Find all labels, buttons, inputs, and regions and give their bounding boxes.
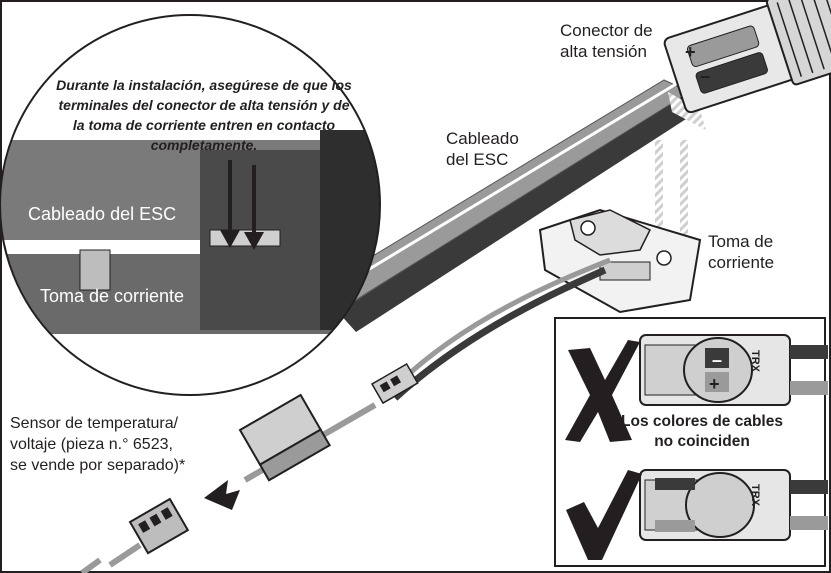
sensor-label: Sensor de temperatura/ voltaje (pieza n.… — [10, 415, 186, 474]
match-brand-mark: TRX — [749, 484, 761, 507]
mismatch-plus-mark: + — [709, 374, 720, 394]
install-note: Durante la instalación, asegúrese de que… — [56, 77, 352, 153]
alignment-guides — [655, 140, 688, 240]
power-socket-label: Toma de corriente — [708, 232, 775, 272]
connector-label: Conector de alta tensión — [560, 21, 653, 61]
mismatch-brand-mark: TRX — [749, 350, 761, 373]
power-socket — [538, 208, 702, 314]
zoom-power-socket-label: Toma de corriente — [40, 286, 185, 306]
high-voltage-connector — [663, 0, 831, 114]
zoom-esc-wiring-label: Cableado del ESC — [28, 204, 177, 224]
connector-plus-mark: + — [685, 42, 696, 62]
mismatch-note: Los colores de cables no coinciden — [621, 413, 783, 450]
connector-minus-mark: – — [700, 66, 710, 86]
sensor-housing — [238, 393, 331, 482]
zoom-detail — [0, 14, 381, 396]
mismatched-connector — [639, 334, 828, 406]
check-mark-icon — [566, 470, 642, 560]
mismatch-minus-mark: – — [712, 350, 722, 370]
check-panel: – + TRX TRX — [554, 317, 828, 567]
three-pin-plug — [128, 497, 190, 555]
matched-connector — [639, 469, 828, 541]
esc-wiring-label: Cableado del ESC — [446, 129, 519, 169]
sensor-plug — [370, 362, 419, 405]
x-mark-icon — [565, 340, 640, 442]
insert-arrow-icon — [204, 480, 240, 510]
